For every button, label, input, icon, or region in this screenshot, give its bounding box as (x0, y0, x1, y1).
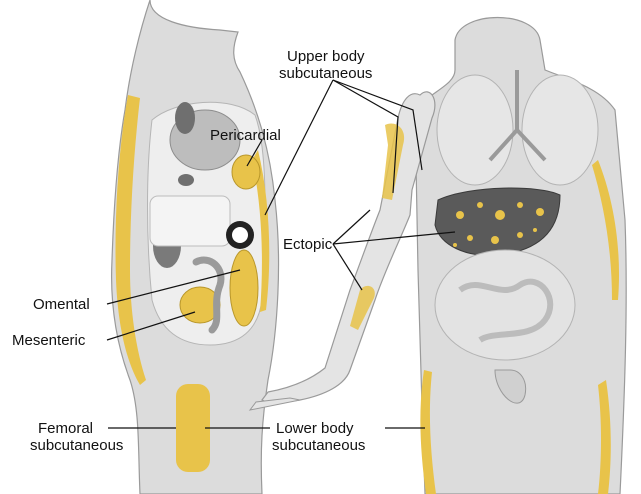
mesenteric-label: Mesenteric (12, 332, 86, 349)
pericardial-fat (232, 155, 260, 189)
lower-body-label-line2: subcutaneous (272, 437, 365, 454)
femoral-label-line2: subcutaneous (30, 437, 123, 454)
femoral-label-line1: Femoral (38, 420, 93, 437)
omental-fat (230, 250, 258, 326)
pericardial-label: Pericardial (210, 127, 281, 144)
femoral-fat (176, 384, 210, 472)
ectopic-leader-3 (333, 244, 362, 290)
upper-body-label-line2: subcutaneous (279, 65, 372, 82)
upper-body-leader-2 (265, 80, 333, 215)
frontal-torso (415, 18, 626, 494)
ectopic-leader-2 (333, 210, 370, 244)
upper-body-label-line1: Upper body (287, 48, 365, 65)
side-view-body (112, 0, 279, 494)
lower-body-label-line1: Lower body (276, 420, 354, 437)
omental-label: Omental (33, 296, 90, 313)
ectopic-label: Ectopic (283, 236, 333, 253)
